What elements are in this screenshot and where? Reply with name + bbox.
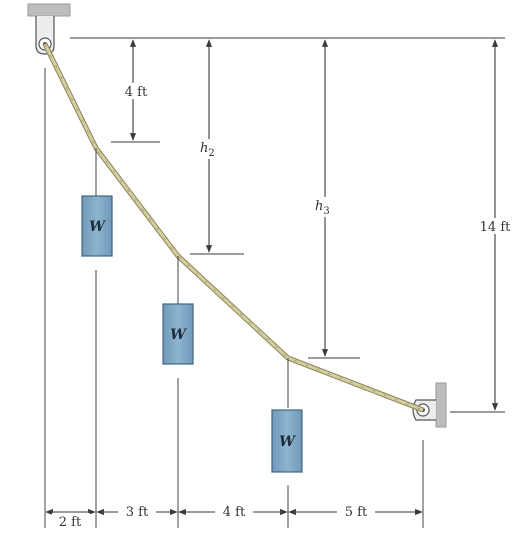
weight-1-label: W [89,219,106,235]
weight-3: W [271,409,303,473]
dim-x3-label: 4 ft [223,505,246,520]
weight-3-label: W [279,434,296,450]
dim-x4-label: 5 ft [345,505,368,520]
dim-h3-label: h3 [315,199,330,217]
weight-2-label: W [170,327,187,343]
dim-h1: 4 ft [111,39,160,143]
dim-x2-label: 3 ft [126,505,149,520]
wall-support [412,382,447,428]
dim-h1-label: 4 ft [125,85,148,100]
extension-lines [44,68,424,528]
dim-h4: 14 ft [450,39,516,413]
dim-x: 2 ft 3 ft 4 ft 5 ft [45,504,423,530]
dim-h2: h2 [190,39,244,255]
dim-h4-label: 14 ft [480,220,511,235]
dim-x1-label: 2 ft [59,515,82,530]
ceiling-support [27,3,71,55]
dim-h2-label: h2 [200,141,215,159]
weight-1: W [81,195,113,257]
dim-h3: h3 [308,39,360,359]
weight-2: W [162,303,194,365]
